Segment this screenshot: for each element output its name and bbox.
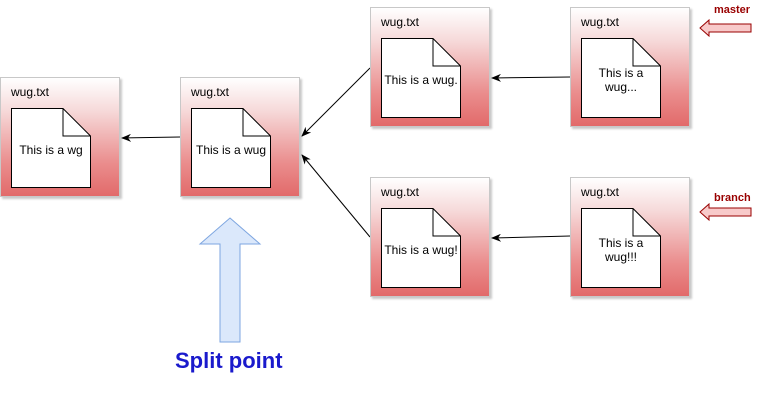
file-document: This is a wug...: [581, 38, 661, 118]
commit-filename: wug.txt: [581, 185, 620, 199]
commit-box: wug.txt This is a wug!!!: [570, 177, 690, 297]
branch-ref-arrow-icon: [699, 202, 752, 222]
commit-filename: wug.txt: [191, 85, 230, 99]
file-content: This is a wug.: [384, 73, 458, 87]
file-document: This is a wug: [191, 108, 271, 188]
file-document: This is a wug.: [381, 38, 461, 118]
commit-filename: wug.txt: [581, 15, 620, 29]
document-icon: [11, 108, 91, 188]
commit-filename: wug.txt: [381, 185, 420, 199]
commit-box: wug.txt This is a wug: [180, 77, 300, 197]
file-content: This is a wug!!!: [598, 236, 644, 264]
edge-c3-c2: [301, 67, 371, 137]
document-icon: [381, 38, 461, 118]
split-point-label: Split point: [175, 348, 283, 373]
edge-c6-c5: [491, 233, 571, 242]
commit-box: wug.txt This is a wg: [0, 77, 120, 197]
commit-filename: wug.txt: [381, 15, 420, 29]
file-content: This is a wug...: [598, 66, 644, 94]
branch-ref-label: branch: [714, 192, 751, 204]
document-icon: [191, 108, 271, 188]
edge-c4-c3: [491, 73, 571, 82]
file-content: This is a wug: [195, 143, 267, 157]
split-point-arrow-icon: [198, 217, 262, 343]
document-icon: [581, 208, 661, 288]
master-ref-arrow-icon: [699, 18, 752, 38]
master-ref-label: master: [714, 4, 751, 16]
edge-c5-c2: [301, 154, 371, 238]
commit-box: wug.txt This is a wug!: [370, 177, 490, 297]
commit-filename: wug.txt: [11, 85, 50, 99]
commit-box: wug.txt This is a wug...: [570, 7, 690, 127]
file-document: This is a wug!!!: [581, 208, 661, 288]
document-icon: [581, 38, 661, 118]
document-icon: [381, 208, 461, 288]
file-document: This is a wug!: [381, 208, 461, 288]
commit-box: wug.txt This is a wug.: [370, 7, 490, 127]
file-content: This is a wug!: [384, 243, 458, 257]
file-content: This is a wg: [19, 143, 83, 157]
file-document: This is a wg: [11, 108, 91, 188]
edge-c2-c1: [121, 133, 181, 142]
